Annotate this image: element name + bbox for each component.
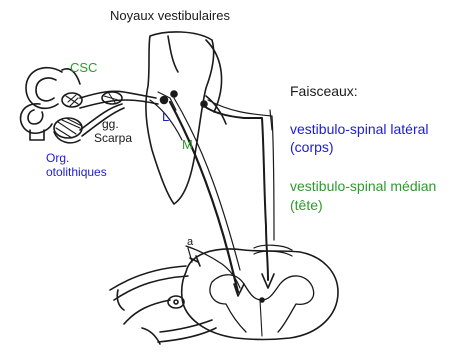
gg-label: gg. — [102, 118, 119, 132]
otolith-label-line2: otolithiques — [46, 166, 107, 180]
legend-lateral-line1: vestibulo-spinal latéral — [290, 121, 429, 137]
nucleus-m-label: M — [182, 138, 193, 153]
scarpa-label: Scarpa — [94, 132, 132, 146]
legend-lateral-line2: (corps) — [290, 139, 334, 155]
semicircular-canals — [21, 68, 80, 140]
nucleus-l-label: L — [162, 110, 169, 125]
legend-medial-line2: (tête) — [290, 197, 323, 213]
otolith-label-line1: Org. — [46, 152, 69, 166]
csc-label: CSC — [70, 61, 97, 76]
otolith-organs — [54, 93, 82, 143]
legend-medial-line1: vestibulo-spinal médian — [290, 178, 436, 194]
a-label: a — [187, 236, 193, 249]
legend-heading: Faisceaux: — [290, 83, 358, 99]
brainstem-outline — [146, 32, 226, 204]
vestibular-nuclei — [158, 91, 207, 110]
spinal-cord — [182, 249, 338, 340]
diagram-title: Noyaux vestibulaires — [110, 9, 230, 24]
